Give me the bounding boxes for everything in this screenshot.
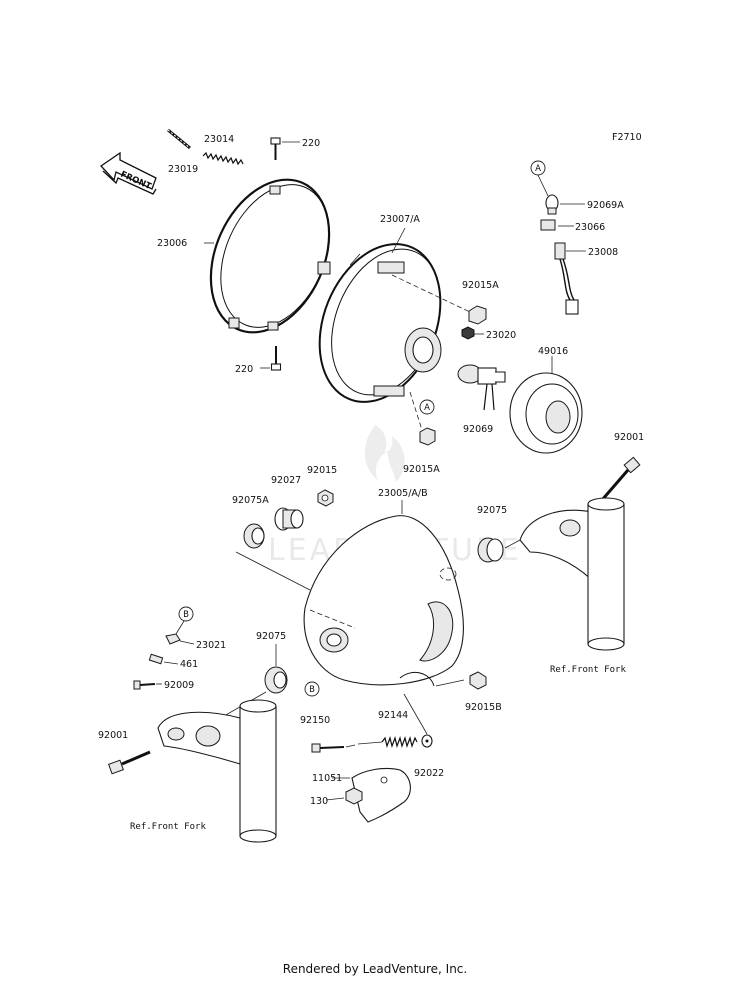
label-92069A: 92069A <box>587 200 624 211</box>
grommet-92075-right <box>477 537 521 563</box>
rim-23006 <box>209 178 331 334</box>
label-92075-right: 92075 <box>477 505 507 516</box>
dust-cover-49016 <box>509 356 583 454</box>
collar-92027 <box>274 507 304 531</box>
nut-92015 <box>317 489 334 507</box>
spring-23014 <box>202 151 244 166</box>
label-23020: 23020 <box>486 330 516 341</box>
callout-a-top: A <box>530 160 549 197</box>
label-92150: 92150 <box>300 715 330 726</box>
label-92015A-bottom: 92015A <box>403 464 440 475</box>
bolt-92001-left <box>108 750 151 775</box>
grommet-92075-left <box>209 644 288 725</box>
nut-92015B <box>435 671 487 690</box>
reflector-unit-23007 <box>318 243 471 431</box>
bracket-11051 <box>332 767 411 823</box>
label-23014: 23014 <box>204 134 234 145</box>
label-92069: 92069 <box>463 424 493 435</box>
label-92075-left: 92075 <box>256 631 286 642</box>
ref-front-fork-left: Ref.Front Fork <box>130 822 206 832</box>
label-92015: 92015 <box>307 465 337 476</box>
label-23006: 23006 <box>157 238 187 249</box>
label-130: 130 <box>310 796 328 807</box>
callout-a-mid-text: A <box>424 403 430 413</box>
nut-92015A-bottom <box>419 427 436 446</box>
label-92027: 92027 <box>271 475 301 486</box>
bolt-92150 <box>311 743 356 753</box>
fastener-461 <box>148 653 179 665</box>
fork-bracket-left <box>157 699 277 843</box>
label-23008: 23008 <box>588 247 618 258</box>
bulb-92069 <box>457 364 506 411</box>
label-92001-right: 92001 <box>614 432 644 443</box>
spring-92144 <box>357 735 418 749</box>
washer-92022 <box>403 693 433 748</box>
callout-a-mid: A <box>419 399 435 415</box>
label-92015B: 92015B <box>465 702 502 713</box>
front-arrow-icon: FRONT <box>100 151 157 195</box>
figure-code: F2710 <box>612 132 642 143</box>
callout-b-left: B <box>175 606 194 635</box>
footer-credit: Rendered by LeadVenture, Inc. <box>282 962 468 976</box>
ref-front-fork-right: Ref.Front Fork <box>550 665 626 675</box>
screw-220-top <box>270 137 300 160</box>
bolt-130 <box>325 787 363 805</box>
housing-23005 <box>235 500 464 687</box>
label-23007: 23007/A <box>380 214 420 225</box>
clip-23021 <box>165 633 195 645</box>
screw-220-bottom <box>260 346 282 371</box>
fork-bracket-right <box>519 497 625 651</box>
label-92075A: 92075A <box>232 495 269 506</box>
label-23019: 23019 <box>168 164 198 175</box>
label-92144: 92144 <box>378 710 408 721</box>
label-92001-left: 92001 <box>98 730 128 741</box>
bulb-92069A <box>545 194 585 215</box>
clip-23020 <box>461 326 484 340</box>
callout-a-top-text: A <box>535 164 541 174</box>
callout-b-left-text: B <box>183 610 189 620</box>
label-220-bottom: 220 <box>235 364 253 375</box>
label-49016: 49016 <box>538 346 568 357</box>
socket-23066 <box>540 219 574 231</box>
label-92009: 92009 <box>164 680 194 691</box>
label-220-top: 220 <box>302 138 320 149</box>
screw-92009 <box>133 680 162 690</box>
nut-92015A-top <box>468 305 487 325</box>
callout-b-mid: B <box>304 681 320 697</box>
grommet-92075A <box>243 523 265 549</box>
label-23021: 23021 <box>196 640 226 651</box>
label-461: 461 <box>180 659 198 670</box>
label-92022: 92022 <box>414 768 444 779</box>
label-92015A-top: 92015A <box>462 280 499 291</box>
callout-b-mid-text: B <box>309 685 315 695</box>
label-23005: 23005/A/B <box>378 488 428 499</box>
screw-23019 <box>167 128 191 150</box>
bolt-92001-right <box>600 456 641 501</box>
label-11051: 11051 <box>312 773 342 784</box>
label-23066: 23066 <box>575 222 605 233</box>
socket-wire-23008 <box>554 242 586 315</box>
